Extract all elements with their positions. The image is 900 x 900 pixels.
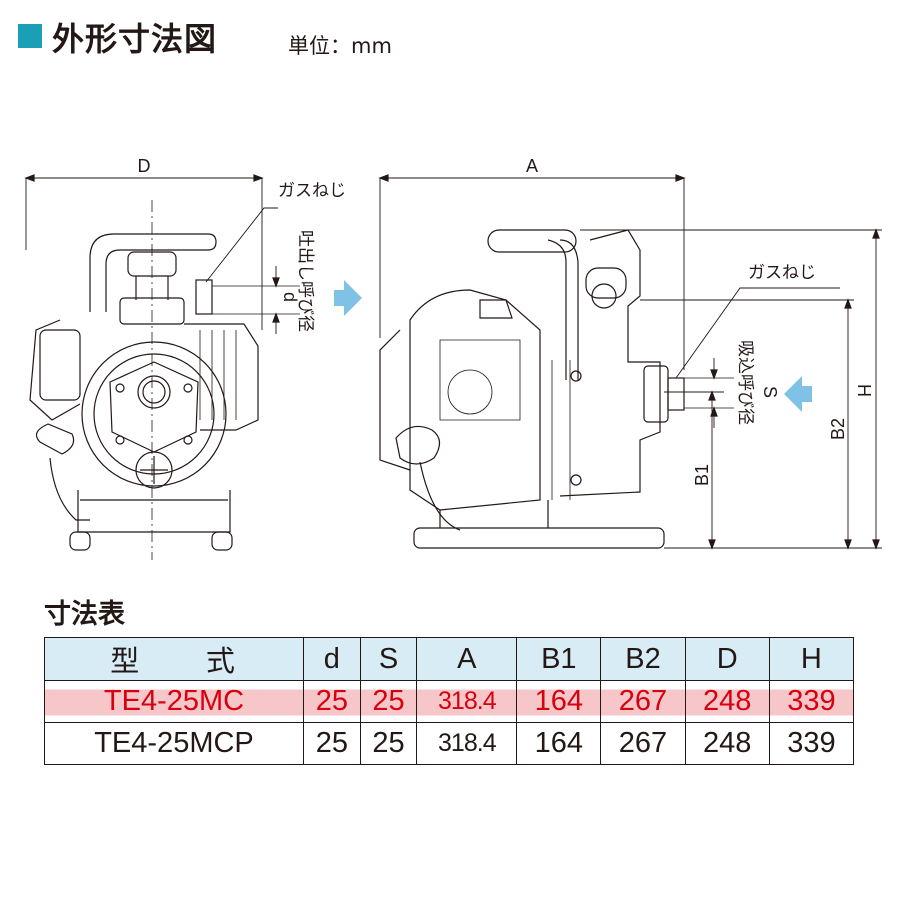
- discharge-flow-arrow: [334, 280, 362, 316]
- discharge-diameter-label: 吐出し呼び径: [295, 230, 315, 332]
- cell-A: 318.4: [416, 722, 518, 765]
- label-D: D: [138, 156, 151, 176]
- cell-B2: 267: [600, 680, 686, 723]
- side-view-pump: [379, 229, 685, 549]
- side-gas-thread-label: ガスねじ: [748, 263, 816, 283]
- cell-S: 25: [359, 680, 418, 723]
- discharge-dimension: [205, 207, 300, 334]
- header-S: S: [359, 637, 418, 681]
- table-row: TE4-25MCP 25 25 318.4 164 267 248 339: [44, 722, 855, 765]
- header-B2: B2: [600, 637, 686, 681]
- cell-B1: 164: [516, 680, 602, 723]
- cell-d: 25: [303, 722, 361, 765]
- header-model: 型 式: [44, 637, 304, 681]
- dimension-drawing: D ガスねじ 吐出し呼び径 d A ガスねじ 吸込呼び径 S H B2 B1: [24, 156, 882, 560]
- dimension-D: [24, 174, 264, 560]
- suction-diameter-label: 吸込呼び径: [735, 340, 755, 425]
- cell-d: 25: [303, 680, 361, 723]
- page-title: 外形寸法図: [52, 20, 218, 58]
- front-gas-thread-label: ガスねじ: [278, 181, 346, 201]
- dimension-A: [378, 174, 686, 370]
- header-D: D: [684, 637, 770, 681]
- label-B2: B2: [828, 418, 848, 440]
- cell-B1: 164: [516, 722, 602, 765]
- cell-A: 318.4: [416, 680, 518, 723]
- label-A: A: [526, 156, 538, 176]
- cell-B2: 267: [600, 722, 686, 765]
- table-title: 寸法表: [44, 599, 125, 630]
- cell-D: 248: [684, 680, 770, 723]
- cell-S: 25: [359, 722, 418, 765]
- unit-label: 単位：mm: [288, 34, 392, 58]
- header-d: d: [303, 637, 361, 681]
- table-header-row: 型 式 d S A B1 B2 D H: [44, 637, 855, 681]
- dimension-table: 型 式 d S A B1 B2 D H TE4-25MC 25 25 318.4…: [44, 637, 855, 765]
- label-H: H: [854, 384, 874, 397]
- cell-model: TE4-25MCP: [44, 722, 304, 765]
- cell-H: 339: [768, 722, 855, 765]
- title-marker: [18, 24, 42, 48]
- table-row-highlighted: TE4-25MC 25 25 318.4 164 267 248 339: [44, 680, 855, 723]
- header-A: A: [416, 637, 518, 681]
- cell-D: 248: [684, 722, 770, 765]
- cell-model: TE4-25MC: [44, 680, 304, 723]
- side-gas-thread-leader: [675, 287, 840, 428]
- suction-flow-arrow: [784, 376, 812, 412]
- header-H: H: [768, 637, 855, 681]
- discharge-symbol-d: d: [280, 292, 300, 302]
- suction-symbol-S: S: [760, 386, 780, 398]
- label-B1: B1: [692, 464, 712, 486]
- cell-H: 339: [768, 680, 855, 723]
- header-B1: B1: [516, 637, 602, 681]
- front-view-pump: [29, 233, 259, 551]
- dimension-H-B: [580, 228, 882, 550]
